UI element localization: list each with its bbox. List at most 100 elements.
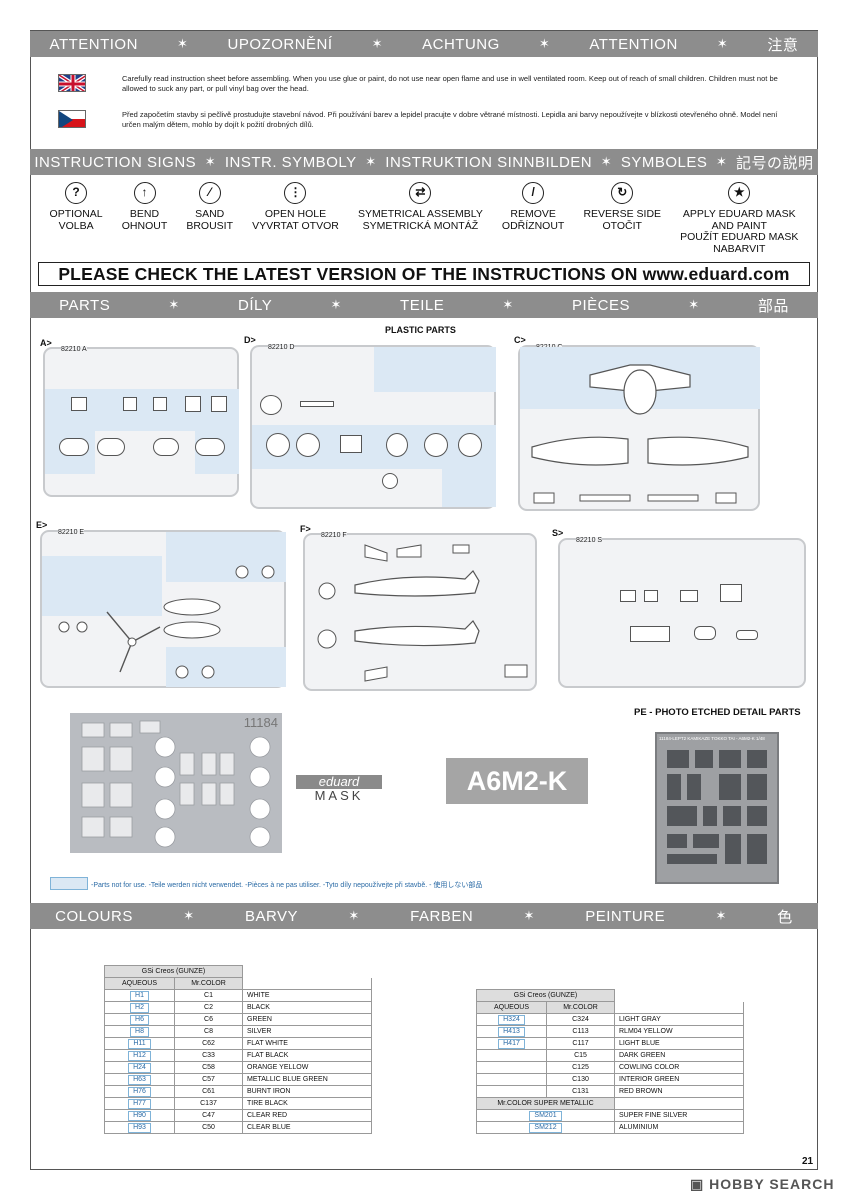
model-name: A6M2-K xyxy=(446,758,588,804)
mrcolor-cell: C33 xyxy=(174,1049,243,1062)
mrcolor-cell: C50 xyxy=(174,1121,243,1134)
sign-label: SYMETRICAL ASSEMBLY SYMETRICKÁ MONTÁŽ xyxy=(357,208,483,232)
colours-cz: BARVY xyxy=(244,907,299,925)
mrcolor-cell: C62 xyxy=(174,1037,243,1050)
aqueous-cell: H93 xyxy=(104,1121,175,1134)
colour-code: C61 xyxy=(202,1088,215,1095)
colour-code: H11 xyxy=(128,1038,151,1049)
signs-fr: SYMBOLES xyxy=(620,153,708,171)
aqueous-cell: H11 xyxy=(104,1037,175,1050)
colour-code: C324 xyxy=(572,1016,589,1023)
attention-de: ACHTUNG xyxy=(422,35,500,53)
colour-code: C131 xyxy=(572,1088,589,1095)
sign-optional: ? OPTIONAL VOLBA xyxy=(50,182,103,255)
sign-label: OPEN HOLE VYVRTAT OTVOR xyxy=(252,208,339,232)
sign-label: OPTIONAL VOLBA xyxy=(49,208,103,232)
aqueous-cell xyxy=(476,1049,547,1062)
mrcolor-cell: C113 xyxy=(546,1025,615,1038)
star-icon: ★ xyxy=(728,182,751,204)
sprue-a: 82210 A xyxy=(43,346,239,497)
page-frame xyxy=(30,30,818,1170)
not-for-use-swatch xyxy=(50,877,88,890)
aqueous-cell: H1 xyxy=(104,989,175,1002)
colours-jp: 色 xyxy=(777,908,793,926)
parts-band: PARTS✶ DÍLY✶ TEILE✶ PIÈCES✶ 部品 xyxy=(30,292,818,318)
drill-icon: ⋮ xyxy=(284,182,307,204)
colour-name: RED BROWN xyxy=(614,1085,744,1098)
sprue-c-letter: C> xyxy=(514,335,526,345)
not-for-use-text: -Parts not for use. -Teile werden nicht … xyxy=(91,882,483,889)
colour-name: WHITE xyxy=(242,989,372,1002)
mrcolor-cell: C15 xyxy=(546,1049,615,1062)
sprue-d: 82210 D xyxy=(250,344,496,509)
signs-en: INSTRUCTION SIGNS xyxy=(34,153,197,171)
aqueous-cell: H417 xyxy=(476,1037,547,1050)
colour-code: H93 xyxy=(128,1122,151,1133)
mrcolor-cell: C130 xyxy=(546,1073,615,1086)
page-number: 21 xyxy=(802,1156,814,1167)
sprue-e: 82210 E xyxy=(40,529,286,688)
colour-code: H324 xyxy=(498,1014,525,1025)
colour-code: H6 xyxy=(130,1014,149,1025)
colour-name: CLEAR RED xyxy=(242,1109,372,1122)
aqueous-cell: H8 xyxy=(104,1025,175,1038)
colour-name: BLACK xyxy=(242,1001,372,1014)
colour-code: H63 xyxy=(128,1074,151,1085)
uk-flag-icon xyxy=(58,74,86,92)
signs-jp: 記号の説明 xyxy=(736,154,814,172)
sign-sand: ⁄SAND BROUSIT xyxy=(186,182,233,255)
sign-remove: /REMOVE ODŘÍZNOUT xyxy=(502,182,564,255)
sand-icon: ⁄ xyxy=(198,182,221,204)
mask-brand: eduard xyxy=(296,775,382,789)
colour-row: C131 RED BROWN xyxy=(476,1085,744,1098)
aqueous-cell: H2 xyxy=(104,1001,175,1014)
mrcolor-cell: C58 xyxy=(174,1061,243,1074)
sign-bend: ↑BEND OHNOUT xyxy=(122,182,167,255)
mrcolor-cell: C61 xyxy=(174,1085,243,1098)
check-version-notice: PLEASE CHECK THE LATEST VERSION OF THE I… xyxy=(38,262,810,286)
aqueous-cell: H12 xyxy=(104,1049,175,1062)
colour-code: C1 xyxy=(204,992,213,999)
table2-brand: GSi Creos (GUNZE) xyxy=(476,989,615,1002)
watermark-icon: ▣ xyxy=(690,1176,710,1192)
attention-jp: 注意 xyxy=(767,36,799,54)
metallic-code-cell: SM212 xyxy=(476,1121,615,1134)
attention-en: ATTENTION xyxy=(49,35,138,53)
cut-icon: / xyxy=(522,182,545,204)
question-icon: ? xyxy=(65,182,88,204)
colours-band: COLOURS✶ BARVY✶ FARBEN✶ PEINTURE✶ 色 xyxy=(30,903,818,929)
colour-code: C47 xyxy=(202,1112,215,1119)
signs-row: ? OPTIONAL VOLBA ↑BEND OHNOUT ⁄SAND BROUS… xyxy=(30,182,818,255)
mask-number: 11184 xyxy=(243,715,278,730)
warning-text-en: Carefully read instruction sheet before … xyxy=(122,74,778,93)
mask-sheet: 11184 xyxy=(70,713,282,853)
aqueous-cell: H24 xyxy=(104,1061,175,1074)
colour-code: C125 xyxy=(572,1064,589,1071)
mrcolor-cell: C125 xyxy=(546,1061,615,1074)
colour-name: INTERIOR GREEN xyxy=(614,1073,744,1086)
colour-code: H2 xyxy=(130,1002,149,1013)
metallic-header-row: Mr.COLOR SUPER METALLIC xyxy=(476,1097,744,1110)
reverse-icon: ↻ xyxy=(611,182,634,204)
sprue-s: 82210 S xyxy=(558,537,806,688)
aqueous-cell: H6 xyxy=(104,1013,175,1026)
parts-cz: DÍLY xyxy=(238,296,273,314)
table1-brand: GSi Creos (GUNZE) xyxy=(104,965,243,978)
colour-code: C62 xyxy=(202,1040,215,1047)
colour-code: H1 xyxy=(130,990,149,1001)
signs-cz: INSTR. SYMBOLY xyxy=(224,153,357,171)
colour-code: C6 xyxy=(204,1016,213,1023)
